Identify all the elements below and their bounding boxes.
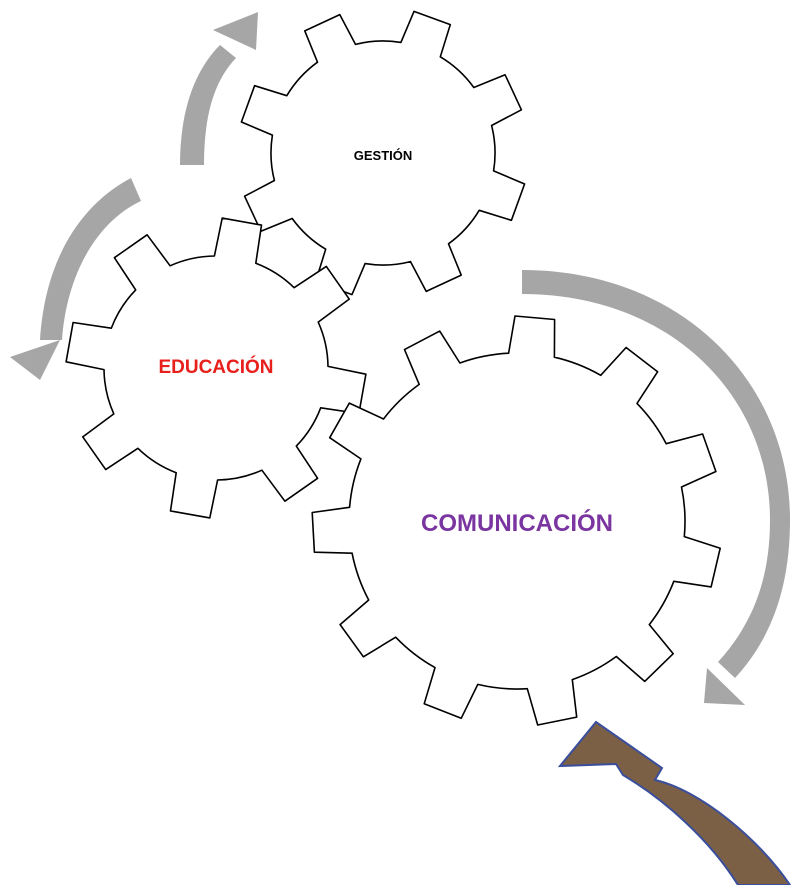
gear-comunicacion-label: COMUNICACIÓN <box>421 509 613 537</box>
gear-educacion-outline <box>65 217 367 519</box>
gear-gestion: GESTIÓN <box>240 10 526 296</box>
gear-educacion-label: EDUCACIÓN <box>158 356 273 378</box>
gestion-to-top-arrow-shaft <box>180 45 236 165</box>
gear-gestion-outline <box>240 10 526 296</box>
gear-educacion: EDUCACIÓN <box>65 217 367 519</box>
gear-comunicacion-outline <box>311 315 721 726</box>
comunicacion-cycle-arrow-shaft <box>522 270 790 678</box>
gestion-to-top-arrow <box>180 12 258 165</box>
input-arrow-body <box>557 720 791 885</box>
gear-comunicacion: COMUNICACIÓN <box>311 315 721 726</box>
educacion-cycle-arrow <box>10 178 141 380</box>
input-arrow <box>557 720 791 885</box>
comunicacion-cycle-arrow <box>522 270 790 705</box>
educacion-cycle-arrow-head <box>10 340 60 380</box>
gear-gestion-label: GESTIÓN <box>354 148 413 163</box>
educacion-cycle-arrow-shaft <box>40 178 141 340</box>
comunicacion-cycle-arrow-head <box>704 668 745 705</box>
gestion-to-top-arrow-head <box>213 12 258 50</box>
